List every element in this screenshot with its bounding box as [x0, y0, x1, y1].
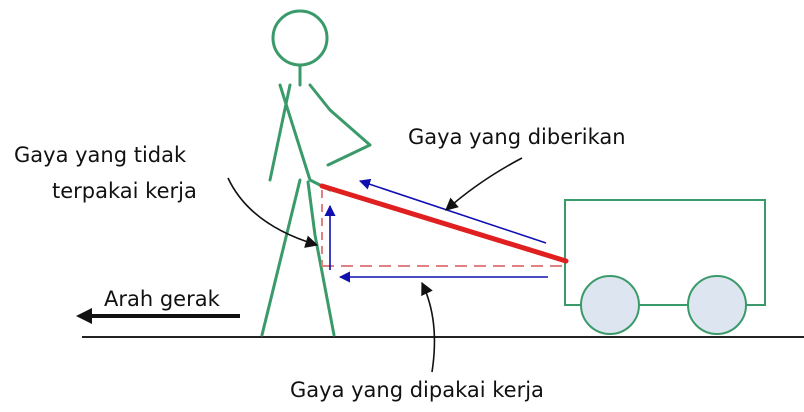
figure-legs — [260, 178, 336, 337]
cart-wheel-front — [580, 275, 640, 335]
cart — [564, 199, 766, 335]
label-force-unused-line1: Gaya yang tidak — [14, 143, 187, 167]
applied-force-arrow — [358, 178, 547, 244]
label-direction: Arah gerak — [104, 287, 221, 311]
figure-head — [271, 9, 329, 67]
stick-figure — [260, 9, 372, 337]
label-force-used: Gaya yang dipakai kerja — [290, 378, 544, 402]
label-force-applied: Gaya yang diberikan — [408, 125, 626, 149]
callout-unused-force — [227, 177, 319, 248]
pull-handle — [319, 183, 569, 264]
callout-applied-force — [445, 157, 523, 211]
callout-used-force — [421, 281, 436, 373]
cart-body — [564, 199, 766, 306]
cart-wheel-rear — [687, 275, 747, 335]
label-force-unused-line2: terpakai kerja — [52, 179, 197, 203]
figure-arms — [268, 83, 372, 182]
